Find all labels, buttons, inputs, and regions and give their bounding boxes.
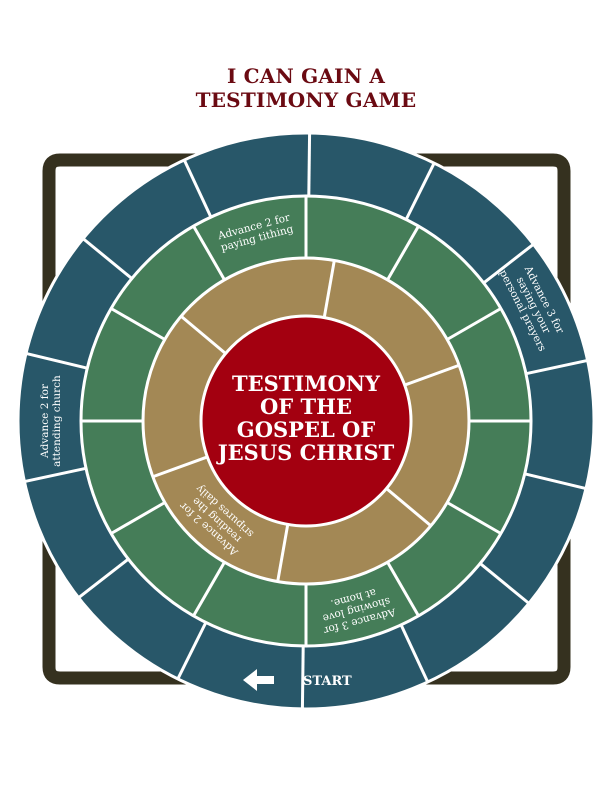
middle-ring-divider — [446, 307, 502, 341]
outer-ring-divider — [525, 358, 588, 376]
middle-ring-divider — [192, 225, 226, 281]
start-space[interactable]: START — [242, 669, 352, 691]
center-circle — [199, 314, 413, 528]
outer-ring-divider — [24, 466, 87, 484]
inner-ring-divider — [385, 487, 432, 527]
page-title: I CAN GAIN A TESTIMONY GAME — [0, 64, 612, 112]
outer-space-text: attending church — [51, 375, 63, 467]
middle-ring-divider — [110, 501, 166, 535]
inner-ring-divider — [404, 363, 460, 387]
inner-ring-divider — [276, 524, 290, 582]
center-label: GOSPEL OF — [237, 417, 376, 442]
outer-ring-divider — [399, 624, 430, 683]
inner-ring-divider — [180, 315, 227, 355]
board-frame — [42, 153, 571, 685]
center-label: JESUS CHRIST — [216, 440, 395, 465]
inner-ring-divider — [152, 455, 208, 479]
outer-ring-divider — [176, 621, 208, 680]
middle-ring-divider — [386, 561, 420, 617]
start-label: START — [303, 674, 352, 689]
middle-ring-divider — [192, 561, 226, 617]
outer-ring-divider — [300, 645, 305, 709]
arrow-left-icon — [243, 669, 274, 691]
outer-ring-divider — [479, 562, 530, 605]
middle-ring-divider — [110, 307, 166, 341]
title-line-2: TESTIMONY GAME — [195, 88, 417, 112]
title-line-1: I CAN GAIN A — [226, 64, 386, 88]
center-label: OF THE — [260, 394, 352, 419]
outer-ring-divider — [307, 133, 312, 197]
outer-ring-divider — [25, 351, 88, 370]
outer-ring-divider — [524, 472, 587, 491]
middle-ring-divider — [446, 501, 502, 535]
outer-ring-divider — [482, 243, 535, 285]
center-label: TESTIMONY — [232, 371, 381, 396]
outer-ring-divider — [82, 237, 133, 280]
outer-ring-divider — [182, 159, 213, 218]
middle-ring-divider — [386, 225, 420, 281]
inner-ring-divider — [322, 260, 336, 318]
outer-space-text: Advance 2 for — [39, 383, 51, 459]
outer-ring-divider — [404, 162, 436, 221]
outer-ring-divider — [77, 557, 130, 599]
